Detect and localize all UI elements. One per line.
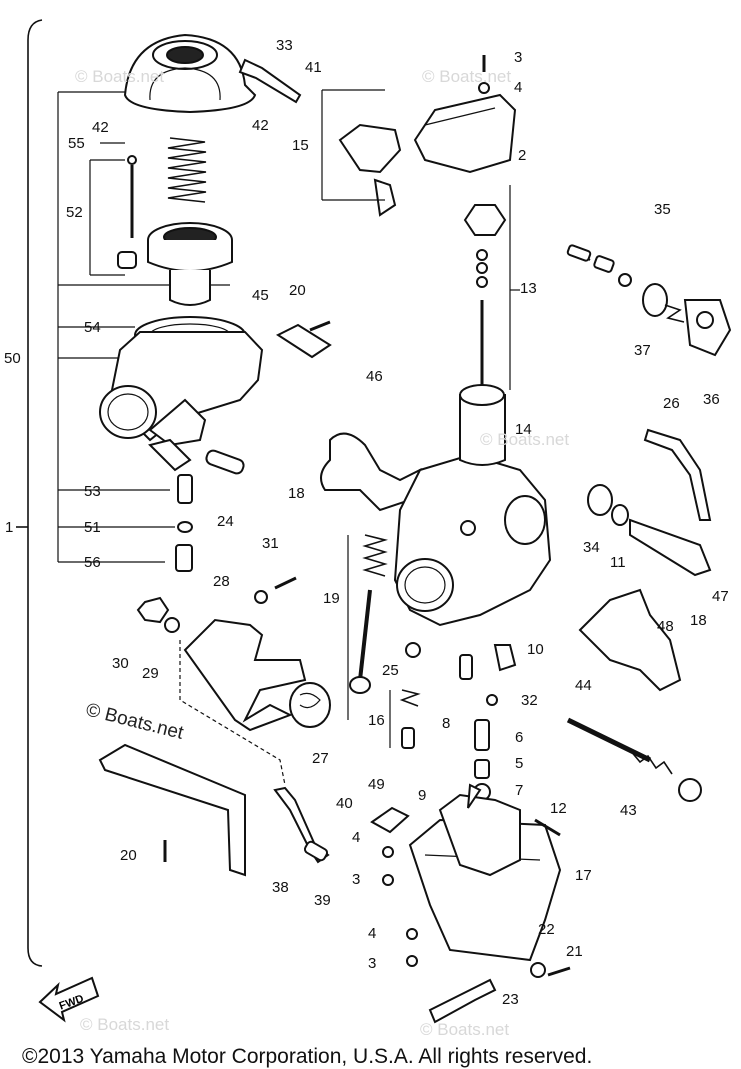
slide-14 [459,394,506,466]
part-number-label: 39 [314,892,331,909]
part-number-label: 41 [305,59,322,76]
watermark-faint: © Boats.net [480,430,569,449]
part-number-label: 7 [515,782,523,799]
part-number-label: 55 [68,135,85,152]
part-number-label: 1 [5,519,13,536]
part-number-label: 2 [518,147,526,164]
part-number-label: 18 [690,612,707,629]
part-number-label: 44 [575,677,592,694]
spring-55 [167,137,207,203]
part-number-label: 31 [262,535,279,552]
part-number-label: 54 [84,319,101,336]
part-number-label: 9 [418,787,426,804]
part-number-label: 46 [366,368,383,385]
part-number-label: 56 [84,554,101,571]
part-number-label: 34 [583,539,600,556]
part-number-label: 26 [663,395,680,412]
top-cover-2 [413,93,517,174]
watermark-faint: © Boats.net [80,1015,169,1034]
part-number-label: 12 [550,800,567,817]
copyright-notice: ©2013 Yamaha Motor Corporation, U.S.A. A… [22,1045,593,1068]
part-number-label: 3 [514,49,522,66]
part-number-label: 21 [566,943,583,960]
part-number-label: 47 [712,588,729,605]
part-number-label: 24 [217,513,234,530]
part-number-label: 4 [368,925,376,942]
part-number-label: 15 [292,137,309,154]
watermark-faint: © Boats.net [422,67,511,86]
part-number-label: 42 [252,117,269,134]
fwd-arrow-icon: FWD [38,976,100,1023]
part-number-label: 45 [252,287,269,304]
part-number-label: 8 [442,715,450,732]
assembly-bracket [27,19,43,967]
part-number-label: 49 [368,776,385,793]
part-number-label: 19 [323,590,340,607]
part-number-label: 22 [538,921,555,938]
part-number-label: 11 [610,554,626,571]
part-number-label: 23 [502,991,519,1008]
part-number-label: 40 [336,795,353,812]
part-number-label: 29 [142,665,159,682]
part-number-label: 53 [84,483,101,500]
part-number-label: 13 [520,280,537,297]
part-number-label: 3 [352,871,360,888]
part-number-label: 18 [288,485,305,502]
part-labels: 1233344456789101112131415161718181920202… [4,37,729,1008]
part-number-label: 43 [620,802,637,819]
part-number-label: 20 [289,282,306,299]
watermark: © Boats.net [84,699,186,744]
part-number-label: 5 [515,755,523,772]
part-number-label: 10 [527,641,544,658]
bracket-46 [320,432,422,512]
part-number-label: 16 [368,712,385,729]
part-number-label: 33 [276,37,293,54]
part-number-label: 35 [654,201,671,218]
part-number-label: 6 [515,729,523,746]
part-number-label: 52 [66,204,83,221]
part-number-label: 37 [634,342,651,359]
part-number-label: 17 [575,867,592,884]
part-number-label: 25 [382,662,399,679]
part-number-label: 50 [4,350,21,367]
part-number-label: 36 [703,391,720,408]
part-number-label: 27 [312,750,329,767]
mount-plate [98,743,246,877]
watermark-faint: © Boats.net [75,67,164,86]
part-number-label: 51 [84,519,101,536]
part-number-label: 28 [213,573,230,590]
part-number-label: 14 [515,421,532,438]
lever-44 [578,588,682,692]
part-number-label: 38 [272,879,289,896]
part-number-label: 3 [368,955,376,972]
part-number-label: 4 [514,79,522,96]
watermark-faint: © Boats.net [420,1020,509,1039]
lever-assembly [183,618,307,732]
part-number-label: 20 [120,847,137,864]
part-number-label: 30 [112,655,129,672]
part-number-label: 48 [657,618,674,635]
part-number-label: 42 [92,119,109,136]
part-number-label: 32 [521,692,538,709]
part-number-label: 4 [352,829,360,846]
